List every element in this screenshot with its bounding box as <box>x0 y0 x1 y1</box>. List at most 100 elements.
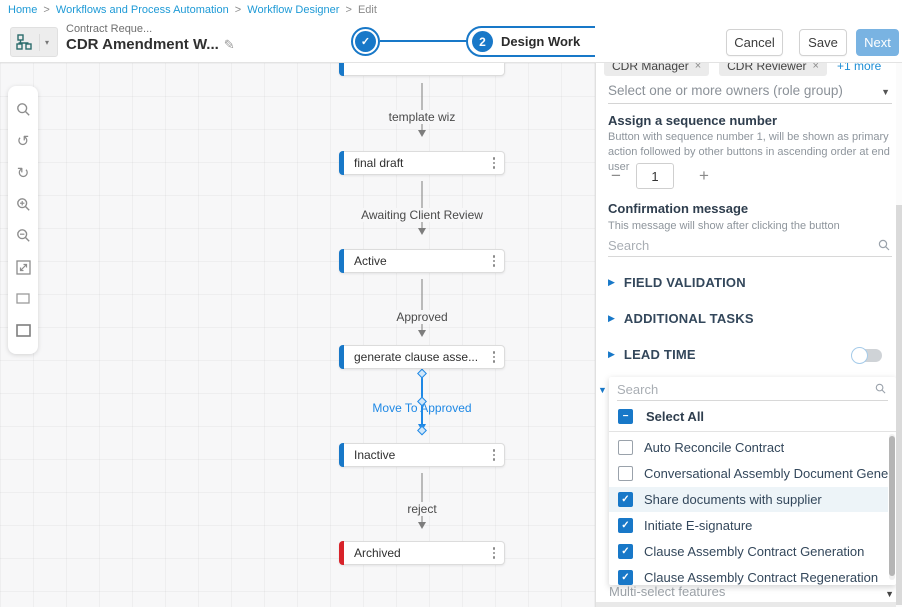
chevron-down-icon: ▼ <box>881 87 890 97</box>
cancel-button[interactable]: Cancel <box>726 29 783 56</box>
feature-option[interactable]: Auto Reconcile Contract <box>609 435 888 460</box>
node-menu-icon[interactable] <box>484 346 504 368</box>
checkbox-indeterminate[interactable]: − <box>618 409 633 424</box>
feature-option[interactable]: Conversational Assembly Document Generat… <box>609 461 888 486</box>
chip-remove-icon[interactable]: × <box>812 63 819 72</box>
feature-option[interactable]: ✓ Initiate E-signature <box>609 513 888 538</box>
checkbox-checked[interactable]: ✓ <box>618 492 633 507</box>
sequence-description: Button with sequence number 1, will be s… <box>608 131 890 173</box>
edge-arrowhead-icon <box>418 228 426 235</box>
node-menu-icon[interactable] <box>484 152 504 174</box>
features-search-field[interactable] <box>617 379 888 401</box>
workflow-edge[interactable]: Approved <box>339 279 505 337</box>
stepper-connector <box>380 40 468 42</box>
frame-select-icon[interactable] <box>14 321 32 339</box>
undo-icon[interactable]: ↺ <box>16 133 30 151</box>
save-button[interactable]: Save <box>799 29 847 56</box>
search-icon[interactable] <box>14 101 32 119</box>
search-input[interactable] <box>608 235 892 256</box>
edge-line <box>421 83 423 130</box>
more-owners-link[interactable]: +1 more <box>836 63 882 73</box>
feature-option[interactable]: ✓ Clause Assembly Contract Generation <box>609 539 888 564</box>
breadcrumb-workflow-designer[interactable]: Workflow Designer <box>247 4 340 16</box>
node-label: final draft <box>354 156 404 170</box>
edge-label[interactable]: Awaiting Client Review <box>357 208 487 222</box>
redo-icon[interactable]: ↻ <box>16 164 30 182</box>
marquee-select-icon[interactable] <box>14 290 32 308</box>
workflow-node-active[interactable]: Active <box>339 249 505 273</box>
node-menu-icon[interactable] <box>484 542 504 564</box>
chip-remove-icon[interactable]: × <box>694 63 702 72</box>
fit-view-icon[interactable] <box>14 258 32 276</box>
workflow-edge[interactable]: Awaiting Client Review <box>339 181 505 235</box>
caret-right-icon: ▶ <box>608 277 615 287</box>
edge-label[interactable]: reject <box>403 502 441 516</box>
breadcrumb-workflows[interactable]: Workflows and Process Automation <box>55 4 229 16</box>
dropdown-scrollbar[interactable] <box>889 434 895 580</box>
step-2-current[interactable]: 2 Design Work <box>466 26 595 57</box>
node-menu-icon[interactable] <box>484 250 504 272</box>
horizontal-scrollbar[interactable] <box>596 602 896 607</box>
owners-select[interactable]: Select one or more owners (role group) ▼ <box>608 83 892 104</box>
workflow-node-archived[interactable]: Archived <box>339 541 505 565</box>
chevron-down-icon: ▼ <box>885 589 894 599</box>
scrollbar-thumb[interactable] <box>896 205 902 605</box>
lead-time-toggle[interactable] <box>851 346 882 364</box>
workflow-node-generate-clause[interactable]: generate clause asse... <box>339 345 505 369</box>
next-button[interactable]: Next <box>856 29 899 56</box>
workflow-edge[interactable]: reject <box>339 473 505 529</box>
node-menu-icon[interactable] <box>484 444 504 466</box>
workflow-canvas[interactable]: ↺ ↻ template wiz <box>0 63 595 607</box>
section-additional-tasks[interactable]: ▶ ADDITIONAL TASKS <box>608 311 754 326</box>
workflow-edge-selected[interactable]: Move To Approved <box>339 368 505 436</box>
workflow-node-final-draft[interactable]: final draft <box>339 151 505 175</box>
checkbox-unchecked[interactable] <box>618 440 633 455</box>
edge-arrowhead-icon <box>418 330 426 337</box>
edge-label[interactable]: Move To Approved <box>372 401 472 415</box>
edge-label[interactable]: template wiz <box>384 110 460 124</box>
toggle-knob <box>851 346 868 364</box>
checkbox-checked[interactable]: ✓ <box>618 570 633 585</box>
owner-chip[interactable]: CDR Reviewer× <box>719 63 827 76</box>
caret-right-icon: ▶ <box>608 349 615 359</box>
edit-pencil-icon[interactable]: ✎ <box>223 37 235 52</box>
node-label: Active <box>354 254 387 268</box>
section-lead-time[interactable]: ▶ LEAD TIME <box>608 347 696 362</box>
select-all-row[interactable]: − Select All <box>609 404 888 429</box>
chevron-down-icon[interactable]: ▾ <box>39 33 49 51</box>
caret-right-icon: ▶ <box>608 313 615 323</box>
workflow-node-inactive[interactable]: Inactive <box>339 443 505 467</box>
panel-scrollbar[interactable] <box>896 63 902 607</box>
breadcrumb-home[interactable]: Home <box>8 4 38 16</box>
step-1-completed[interactable]: ✓ <box>351 27 380 56</box>
features-dropdown: − Select All Auto Reconcile Contract Con… <box>609 377 896 585</box>
edge-line <box>421 181 423 228</box>
caret-down-icon[interactable]: ▼ <box>598 385 607 395</box>
confirmation-search-field[interactable] <box>608 235 892 257</box>
zoom-in-icon[interactable] <box>14 195 32 213</box>
zoom-out-icon[interactable] <box>14 227 32 245</box>
increment-button[interactable]: + <box>699 166 709 185</box>
edge-label[interactable]: Approved <box>392 310 452 324</box>
decrement-button[interactable]: − <box>611 166 621 185</box>
sequence-input[interactable] <box>636 163 674 189</box>
search-input[interactable] <box>617 379 888 400</box>
checkbox-checked[interactable]: ✓ <box>618 518 633 533</box>
section-field-validation[interactable]: ▶ FIELD VALIDATION <box>608 275 746 290</box>
check-icon: ✓ <box>355 31 376 52</box>
workflow-type-selector[interactable]: ▾ <box>10 27 58 57</box>
node-label: Archived <box>354 546 401 560</box>
feature-option[interactable]: ✓ Clause Assembly Contract Regeneration <box>609 565 888 590</box>
workflow-node-partial[interactable] <box>339 63 505 76</box>
checkbox-checked[interactable]: ✓ <box>618 544 633 559</box>
sitemap-icon <box>16 33 32 50</box>
scrollbar-thumb[interactable] <box>889 436 895 577</box>
feature-option-highlighted[interactable]: ✓ Share documents with supplier <box>609 487 888 512</box>
owner-chips: CDR Manager× CDR Reviewer× +1 more <box>604 63 881 76</box>
edge-arrowhead-icon <box>418 522 426 529</box>
search-icon <box>875 383 886 394</box>
workflow-edge[interactable]: template wiz <box>339 83 505 137</box>
checkbox-unchecked[interactable] <box>618 466 633 481</box>
edge-handle-icon[interactable] <box>417 368 427 379</box>
owner-chip[interactable]: CDR Manager× <box>604 63 710 76</box>
